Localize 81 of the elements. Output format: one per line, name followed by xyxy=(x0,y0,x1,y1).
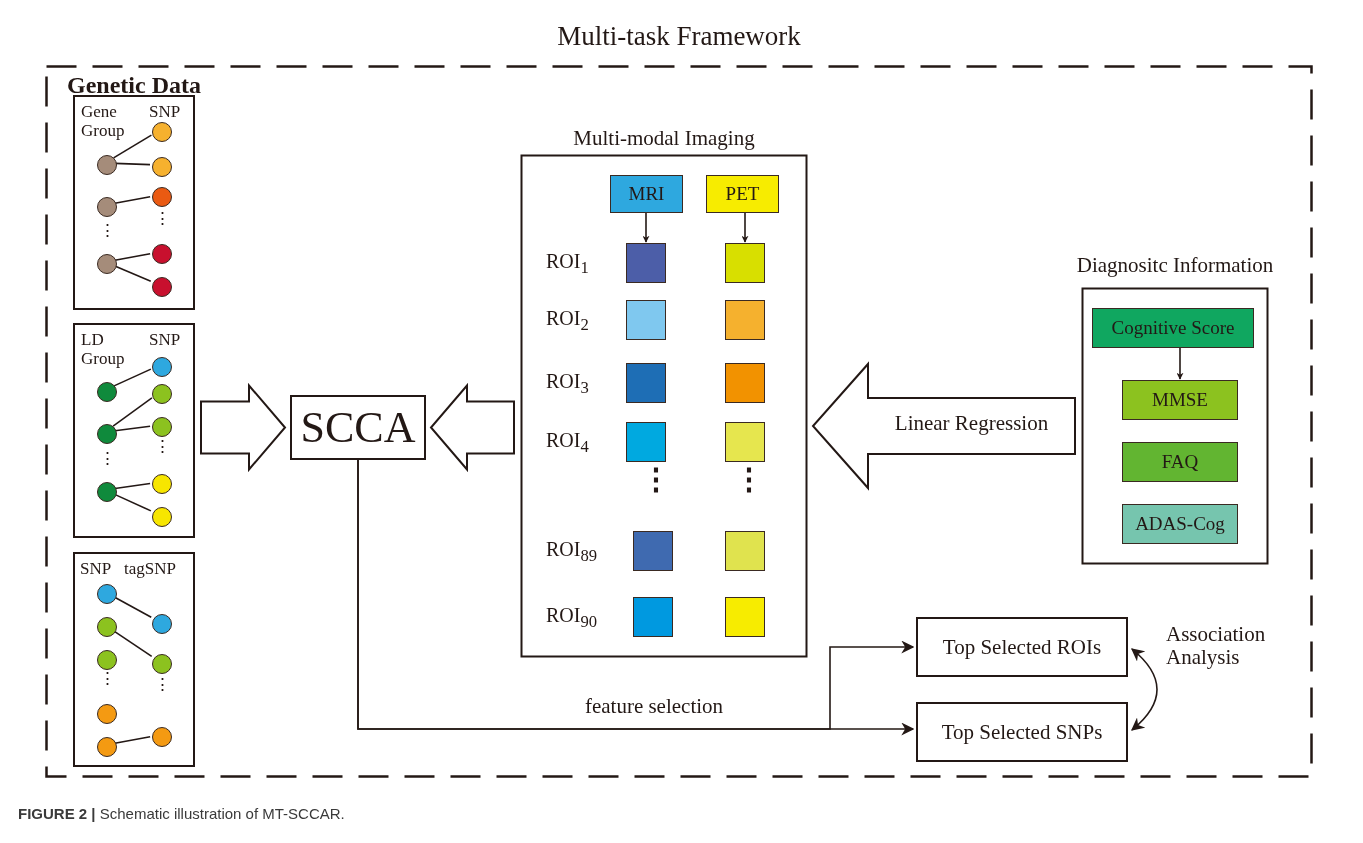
score-box: MMSE xyxy=(1122,380,1238,420)
method-box: SCCA xyxy=(290,395,426,460)
connector-line xyxy=(114,253,151,261)
result-box: Top Selected ROIs xyxy=(916,617,1128,677)
arrow xyxy=(1131,648,1158,731)
node-circle xyxy=(152,384,172,404)
node-circle xyxy=(152,157,172,177)
panel-title: Diagnositc Information xyxy=(1075,254,1275,278)
arrow xyxy=(741,212,749,243)
panel-title: Multi-modal Imaging xyxy=(572,127,756,151)
node-circle xyxy=(97,584,117,604)
vertical-ellipsis: ⋮ xyxy=(154,676,171,695)
row-label: ROI$_{90}$ xyxy=(546,604,598,632)
node-circle xyxy=(152,277,172,297)
roi-square xyxy=(725,363,765,403)
hollow-arrow xyxy=(200,382,287,473)
vertical-ellipsis: ⋮ xyxy=(99,670,116,689)
column-heading: SNP xyxy=(149,103,181,122)
node-circle xyxy=(97,737,117,757)
vertical-ellipsis: ⋮ xyxy=(99,450,116,469)
connector-line xyxy=(114,482,151,490)
roi-square xyxy=(725,531,765,571)
connector-line xyxy=(114,425,151,432)
connector-line xyxy=(114,196,151,204)
vertical-ellipsis: ⋮ xyxy=(154,438,171,457)
group-panel xyxy=(73,323,195,538)
vertical-ellipsis: ⋮ xyxy=(154,210,171,229)
column-heading: LD Group xyxy=(81,331,126,369)
vertical-ellipsis: ⋮ xyxy=(99,222,116,241)
arrow xyxy=(1176,347,1184,380)
node-circle xyxy=(97,482,117,502)
node-circle xyxy=(152,614,172,634)
result-box: Top Selected SNPs xyxy=(916,702,1128,762)
modality-box: PET xyxy=(706,175,779,213)
group-panel xyxy=(73,95,195,310)
connector-line xyxy=(112,397,153,427)
vertical-ellipsis: ⋮ xyxy=(641,462,671,495)
vertical-ellipsis: ⋮ xyxy=(734,462,764,495)
node-circle xyxy=(97,704,117,724)
node-circle xyxy=(152,357,172,377)
modality-box: MRI xyxy=(610,175,683,213)
column-heading: SNP xyxy=(80,560,112,579)
arrow xyxy=(642,212,650,243)
group-panel xyxy=(73,552,195,767)
row-label: ROI$_{89}$ xyxy=(546,538,598,566)
node-circle xyxy=(97,254,117,274)
node-circle xyxy=(97,424,117,444)
score-box: Cognitive Score xyxy=(1092,308,1254,348)
column-heading: SNP xyxy=(149,331,181,350)
score-box: ADAS-Cog xyxy=(1122,504,1238,544)
node-circle xyxy=(97,197,117,217)
hollow-arrow xyxy=(429,382,515,473)
node-circle xyxy=(97,382,117,402)
node-circle xyxy=(152,507,172,527)
figure-caption: FIGURE 2 | Schematic illustration of MT-SCCAR. xyxy=(18,806,345,823)
score-box: FAQ xyxy=(1122,442,1238,482)
column-heading: Gene Group xyxy=(81,103,126,141)
connector-line xyxy=(112,134,153,159)
node-circle xyxy=(97,617,117,637)
connector-line xyxy=(114,736,151,744)
row-label: ROI$_{3}$ xyxy=(546,370,589,398)
node-circle xyxy=(152,417,172,437)
column-heading: tagSNP xyxy=(124,560,176,579)
roi-square xyxy=(725,300,765,340)
row-label: ROI$_{2}$ xyxy=(546,307,589,335)
roi-square xyxy=(725,422,765,462)
row-label: ROI$_{1}$ xyxy=(546,250,589,278)
connector-line xyxy=(113,368,152,387)
panel-title: Multi-task Framework xyxy=(556,22,802,52)
node-circle xyxy=(97,155,117,175)
node-circle xyxy=(152,187,172,207)
node-circle xyxy=(97,650,117,670)
row-label: ROI$_{4}$ xyxy=(546,429,589,457)
roi-square xyxy=(725,243,765,283)
node-circle xyxy=(152,727,172,747)
node-circle xyxy=(152,244,172,264)
node-circle xyxy=(152,122,172,142)
node-circle xyxy=(152,654,172,674)
roi-square xyxy=(725,597,765,637)
node-circle xyxy=(152,474,172,494)
section-heading: Genetic Data xyxy=(67,72,201,99)
